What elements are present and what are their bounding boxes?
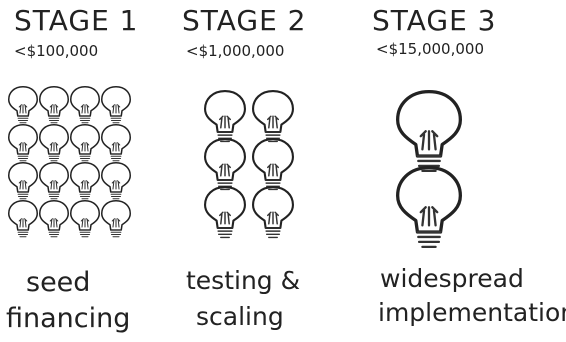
lightbulb-icon xyxy=(396,90,463,173)
lightbulb-icon xyxy=(101,162,131,200)
stage-2-bulbs xyxy=(204,90,294,239)
stage-2-caption-line-2: scaling xyxy=(196,302,284,331)
stage-3: STAGE 3 <$15,000,000 widespread implemen… xyxy=(360,0,566,342)
stage-3-bulbs xyxy=(396,90,463,249)
lightbulb-icon xyxy=(8,162,38,200)
lightbulb-icon xyxy=(70,200,100,238)
lightbulb-icon xyxy=(396,166,463,249)
lightbulb-icon xyxy=(204,138,246,191)
stage-1-title: STAGE 1 xyxy=(14,4,139,37)
lightbulb-icon xyxy=(70,86,100,124)
lightbulb-icon xyxy=(204,186,246,239)
lightbulb-icon xyxy=(8,124,38,162)
stage-3-title: STAGE 3 xyxy=(372,4,497,37)
stage-3-caption-line-2: implementation xyxy=(378,298,566,327)
lightbulb-icon xyxy=(39,200,69,238)
lightbulb-icon xyxy=(8,86,38,124)
stage-1-caption-line-2: financing xyxy=(6,303,131,334)
stage-1-budget: <$100,000 xyxy=(14,42,99,60)
stage-1-caption-line-1: seed xyxy=(26,267,91,298)
stage-2: STAGE 2 <$1,000,000 testing & scaling xyxy=(180,0,350,342)
lightbulb-icon xyxy=(39,124,69,162)
stage-1: STAGE 1 <$100,000 seed financing xyxy=(0,0,160,342)
lightbulb-icon xyxy=(252,90,294,143)
stage-2-title: STAGE 2 xyxy=(182,4,307,37)
lightbulb-icon xyxy=(252,186,294,239)
stage-2-caption-line-1: testing & xyxy=(186,266,301,295)
lightbulb-icon xyxy=(70,124,100,162)
lightbulb-icon xyxy=(39,86,69,124)
stage-1-bulbs xyxy=(8,86,131,238)
lightbulb-icon xyxy=(8,200,38,238)
stage-3-budget: <$15,000,000 xyxy=(376,40,484,58)
stage-3-caption-line-1: widespread xyxy=(380,264,524,293)
lightbulb-icon xyxy=(70,162,100,200)
lightbulb-icon xyxy=(204,90,246,143)
lightbulb-icon xyxy=(252,138,294,191)
stage-2-budget: <$1,000,000 xyxy=(186,42,285,60)
lightbulb-icon xyxy=(101,200,131,238)
lightbulb-icon xyxy=(39,162,69,200)
lightbulb-icon xyxy=(101,86,131,124)
lightbulb-icon xyxy=(101,124,131,162)
